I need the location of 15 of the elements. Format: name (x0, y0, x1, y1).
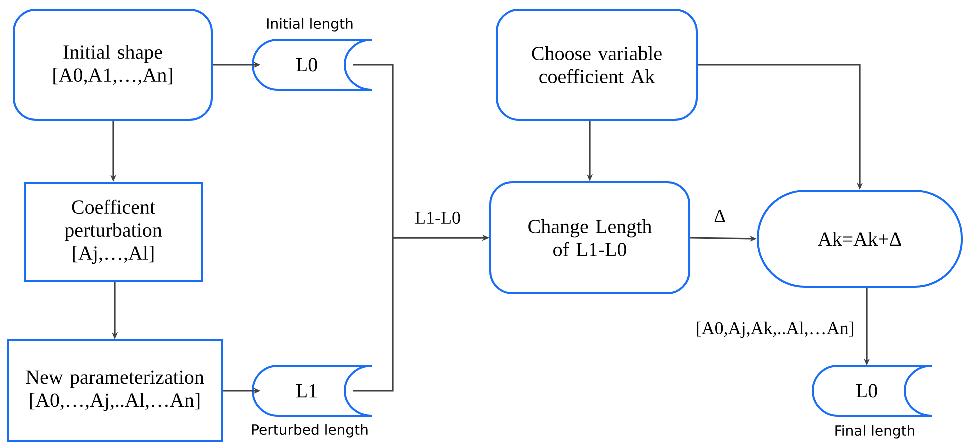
process-box: Initial shape [A0,A1,…,An] (13, 9, 213, 121)
process-box: New parameterization [A0,…,Aj,..Al,…An] (7, 340, 223, 442)
storage-shape: L0 (252, 39, 373, 91)
storage-shape: L1 (252, 365, 373, 417)
edge-label: Δ (713, 209, 727, 223)
shape-caption: Final length (836, 425, 914, 439)
terminal-box: Ak=Ak+Δ (757, 190, 964, 288)
process-box: Change Length of L1-L0 (490, 182, 690, 294)
shape-caption: Perturbed length (252, 424, 368, 438)
process-box: Coefficent perturbation [Aj,…,Al] (24, 182, 203, 282)
edge-label: L1-L0 (414, 210, 462, 226)
edge-label: [A0,Aj,Ak,..Al,…An] (694, 320, 856, 340)
process-box: Choose variable coefficient Ak (496, 9, 698, 121)
shape-caption: Initial length (267, 18, 353, 32)
storage-shape: L0 (812, 365, 934, 417)
